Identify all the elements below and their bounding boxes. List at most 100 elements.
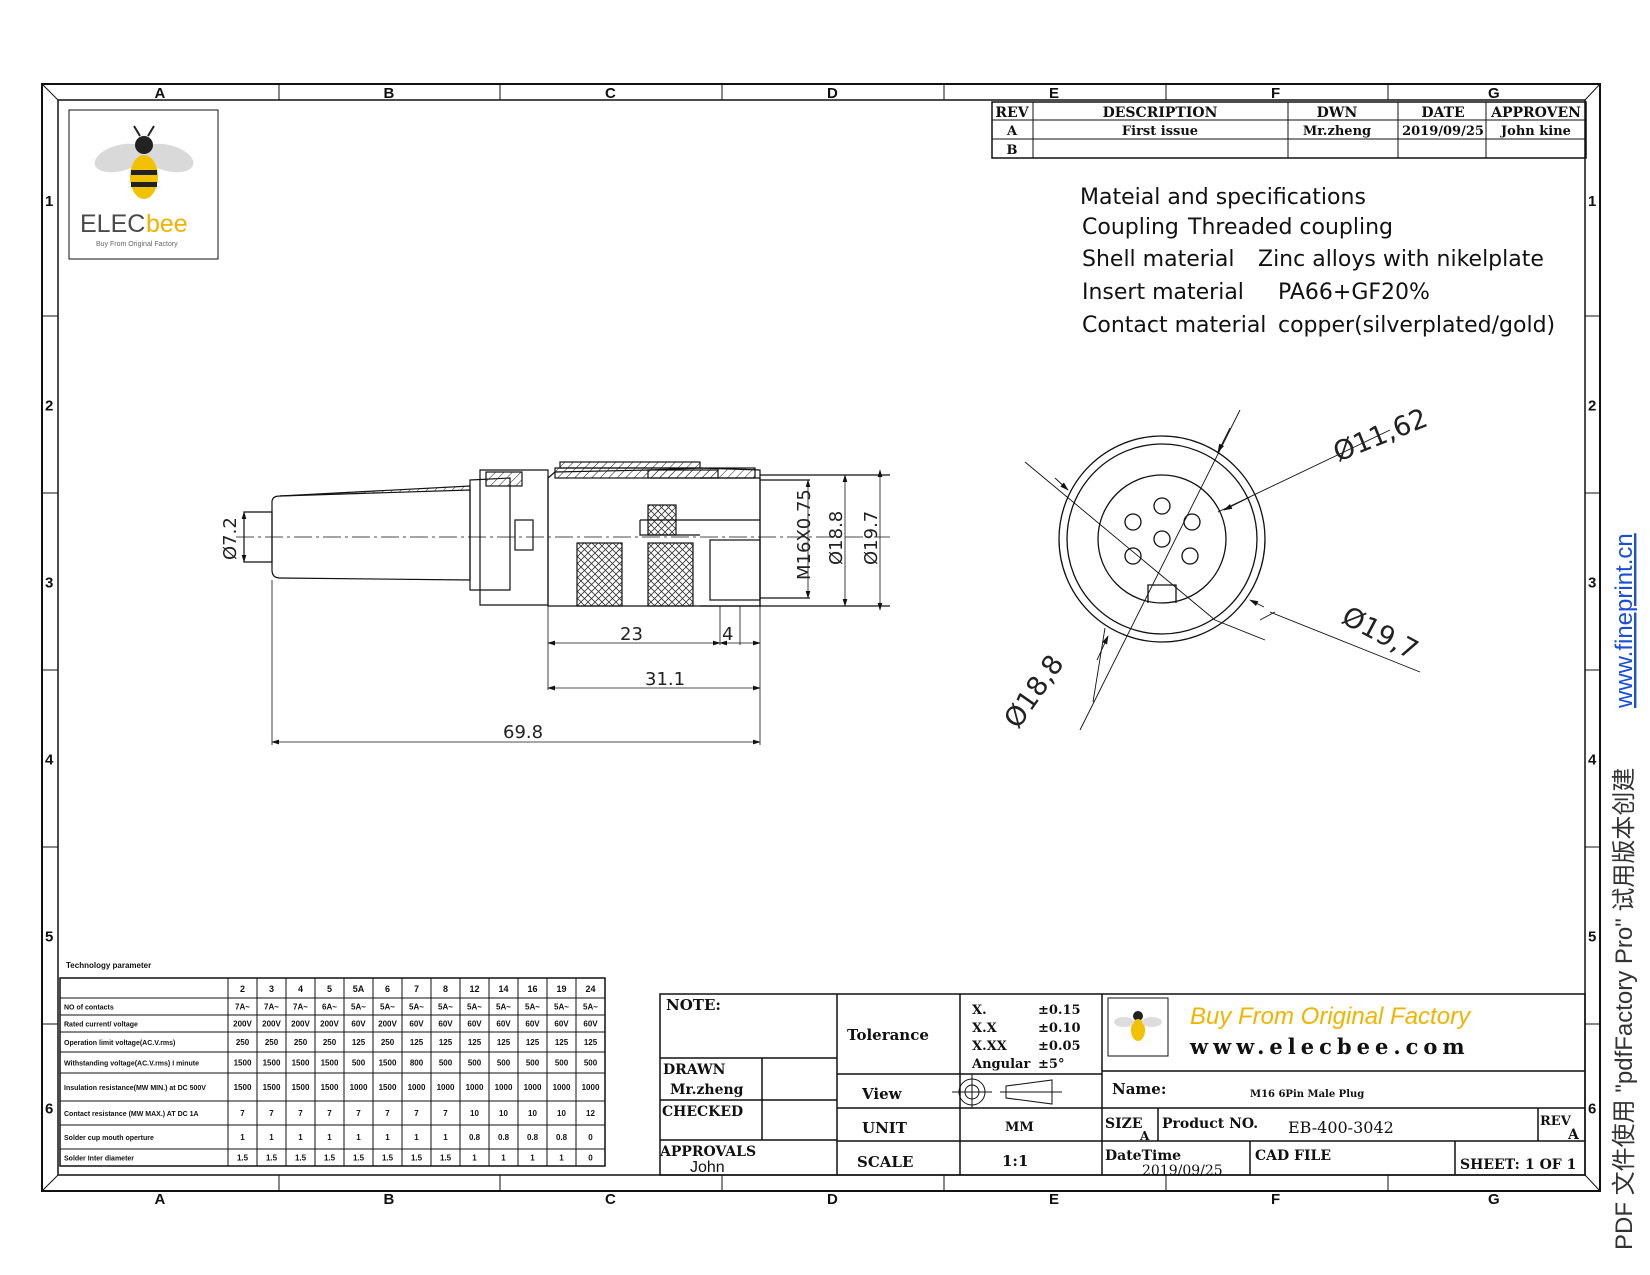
tech-cell: 1	[269, 1133, 274, 1142]
pin-5	[1124, 513, 1142, 531]
tech-cell: 125	[497, 1038, 511, 1047]
approvals-label: APPROVALS	[659, 1144, 756, 1160]
approvals-value: John	[690, 1159, 725, 1176]
spec-coupling-value: Threaded coupling	[1187, 215, 1393, 240]
tech-cell: 1	[385, 1133, 390, 1142]
tech-cell: 1	[298, 1133, 303, 1142]
tech-cell: 60V	[467, 1020, 482, 1029]
watermark-link[interactable]: www.fineprint.cn	[1611, 533, 1638, 709]
tech-cell: 7A~	[235, 1003, 250, 1012]
tech-cell: 60V	[409, 1020, 424, 1029]
zone-label-top: C	[605, 85, 616, 102]
tech-cell: 125	[584, 1038, 598, 1047]
website: www.elecbee.com	[1189, 1034, 1470, 1059]
rev-cell: A	[1006, 124, 1018, 139]
tech-cell: 250	[236, 1038, 250, 1047]
tech-cell: 200V	[233, 1020, 252, 1029]
knurl-ring-1	[576, 542, 623, 607]
pin-3	[1181, 547, 1199, 565]
tech-cell: 1.5	[440, 1154, 452, 1163]
tech-cell: 1	[327, 1133, 332, 1142]
zone-label-right: 3	[1588, 575, 1596, 592]
back-nut	[469, 477, 511, 591]
knurl-ring-2	[647, 542, 694, 607]
tolerance-key: X.X	[972, 1021, 998, 1036]
zone-label-left: 5	[45, 929, 53, 946]
tech-cell: 200V	[262, 1020, 281, 1029]
tech-cell: 5A~	[351, 1003, 366, 1012]
title-block	[659, 993, 1586, 1176]
tech-cell: 7A~	[264, 1003, 279, 1012]
tech-cell: 7	[327, 1109, 332, 1118]
zone-label-bottom: A	[155, 1191, 166, 1208]
dim-d1: Ø18.8	[826, 511, 847, 565]
tolerance-key: X.	[972, 1003, 987, 1018]
rev-header: DESCRIPTION	[1103, 105, 1218, 121]
side-view	[236, 461, 890, 745]
name-label: Name:	[1112, 1080, 1166, 1098]
rev-header: REV	[995, 105, 1029, 121]
tech-cell: 0.8	[469, 1133, 481, 1142]
tech-cell: 250	[294, 1038, 308, 1047]
rev-cell: B	[1007, 143, 1018, 158]
corner-tr	[1584, 83, 1601, 101]
rev-cell: John kine	[1500, 124, 1571, 139]
dim-d2: Ø19.7	[861, 511, 882, 565]
datetime-label: DateTime	[1105, 1148, 1181, 1164]
tech-cell: 1500	[234, 1059, 252, 1068]
tech-col-header: 5A	[353, 984, 365, 994]
tech-cell: 7A~	[293, 1003, 308, 1012]
zone-label-left: 1	[45, 193, 53, 210]
tech-col-header: 5	[327, 984, 332, 994]
tech-cell: 1	[356, 1133, 361, 1142]
zone-label-bottom: G	[1488, 1191, 1500, 1208]
checked-label: CHECKED	[662, 1104, 743, 1120]
zone-label-left: 3	[45, 575, 53, 592]
tech-row-label: Solder cup mouth operture	[64, 1135, 154, 1142]
spec-insert-value: PA66+GF20%	[1278, 280, 1430, 305]
drawn-label: DRAWN	[663, 1062, 726, 1078]
tech-cell: 7	[269, 1109, 274, 1118]
tech-cell: 200V	[291, 1020, 310, 1029]
spec-shell-label: Shell material	[1082, 247, 1235, 272]
tech-cell: 250	[265, 1038, 279, 1047]
logo-brand-a: ELEC	[80, 210, 145, 238]
unit-label: UNIT	[862, 1119, 908, 1137]
zone-label-top: F	[1271, 85, 1280, 102]
pin-1	[1153, 497, 1171, 515]
tech-cell: 7	[385, 1109, 390, 1118]
tech-cell: 1000	[408, 1083, 426, 1092]
tech-cell: 1.5	[324, 1154, 336, 1163]
zone-label-right: 6	[1588, 1101, 1596, 1118]
tech-cell: 0.8	[556, 1133, 568, 1142]
tech-cell: 500	[468, 1059, 482, 1068]
tech-cell: 125	[468, 1038, 482, 1047]
tech-cell: 5A~	[496, 1003, 511, 1012]
bee-body	[130, 155, 158, 199]
front-view	[1024, 409, 1421, 731]
tech-col-header: 16	[527, 984, 537, 994]
tech-col-header: 12	[469, 984, 479, 994]
tech-col-header: 24	[585, 984, 595, 994]
dim-l3: 31.1	[645, 669, 685, 690]
zone-label-top: B	[384, 85, 395, 102]
scale-value: 1:1	[1002, 1152, 1028, 1170]
tech-cell: 125	[410, 1038, 424, 1047]
rev-cell: Mr.zheng	[1303, 124, 1371, 139]
tech-cell: 60V	[496, 1020, 511, 1029]
sheet-label: SHEET:	[1460, 1157, 1520, 1173]
product-label: Product NO.	[1162, 1116, 1258, 1132]
tolerance-value: ±5°	[1038, 1057, 1064, 1072]
specifications: Mateial and specifications Coupling Thre…	[1080, 185, 1555, 338]
tech-cell: 60V	[351, 1020, 366, 1029]
tech-cell: 60V	[554, 1020, 569, 1029]
tolerance-value: ±0.15	[1038, 1003, 1081, 1018]
tech-cell: 500	[526, 1059, 540, 1068]
tech-cell: 125	[555, 1038, 569, 1047]
tech-cell: 1000	[437, 1083, 455, 1092]
corner-br	[1584, 1174, 1601, 1192]
tech-cell: 200V	[320, 1020, 339, 1029]
